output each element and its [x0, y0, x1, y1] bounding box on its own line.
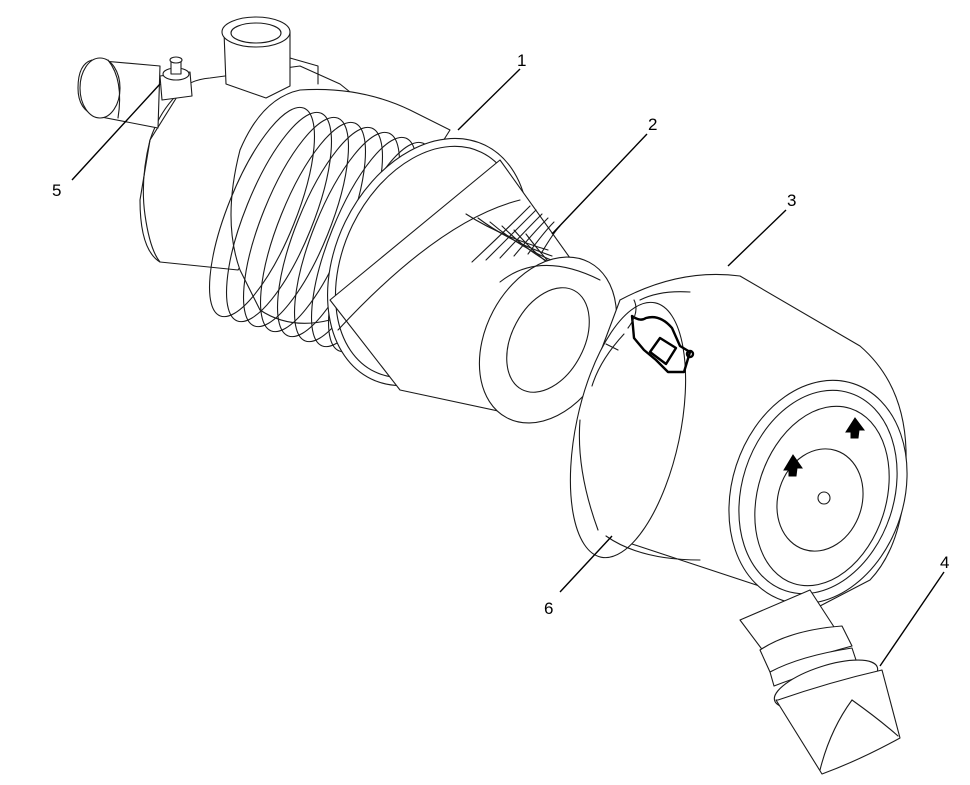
up-arrow-icon: [783, 454, 803, 477]
filter-element: [329, 159, 618, 424]
callout-labels: 1 2 3 4 5 6: [52, 51, 949, 618]
filter-mesh-line: [489, 221, 557, 263]
leader-lines: [71, 68, 945, 667]
leader-line-6: [559, 535, 613, 593]
cover-latch: [605, 299, 695, 374]
bellows-rib: [225, 111, 333, 323]
filter-mesh-line: [527, 221, 555, 255]
leader-line-4: [879, 571, 945, 667]
filter-cover: [569, 273, 908, 607]
bellows-rib: [242, 116, 350, 328]
leader-line-5: [71, 83, 161, 181]
callout-2: 2: [648, 115, 657, 134]
leader-line-2: [551, 133, 648, 235]
leader-line-3: [727, 209, 787, 267]
filter-mesh-line: [465, 213, 549, 251]
bellows-rib: [208, 106, 316, 318]
filter-mesh-line: [471, 205, 531, 263]
filter-mesh-line: [499, 213, 543, 259]
leader-line-1: [457, 68, 521, 131]
callout-3: 3: [787, 191, 796, 210]
filter-mesh-line: [513, 217, 549, 257]
callout-4: 4: [940, 553, 949, 572]
filter-mesh-line: [485, 209, 537, 261]
callout-1: 1: [517, 51, 526, 70]
up-arrow-icon: [845, 417, 865, 439]
callout-6: 6: [544, 599, 553, 618]
dust-valve: [739, 589, 901, 775]
callout-5: 5: [52, 181, 61, 200]
